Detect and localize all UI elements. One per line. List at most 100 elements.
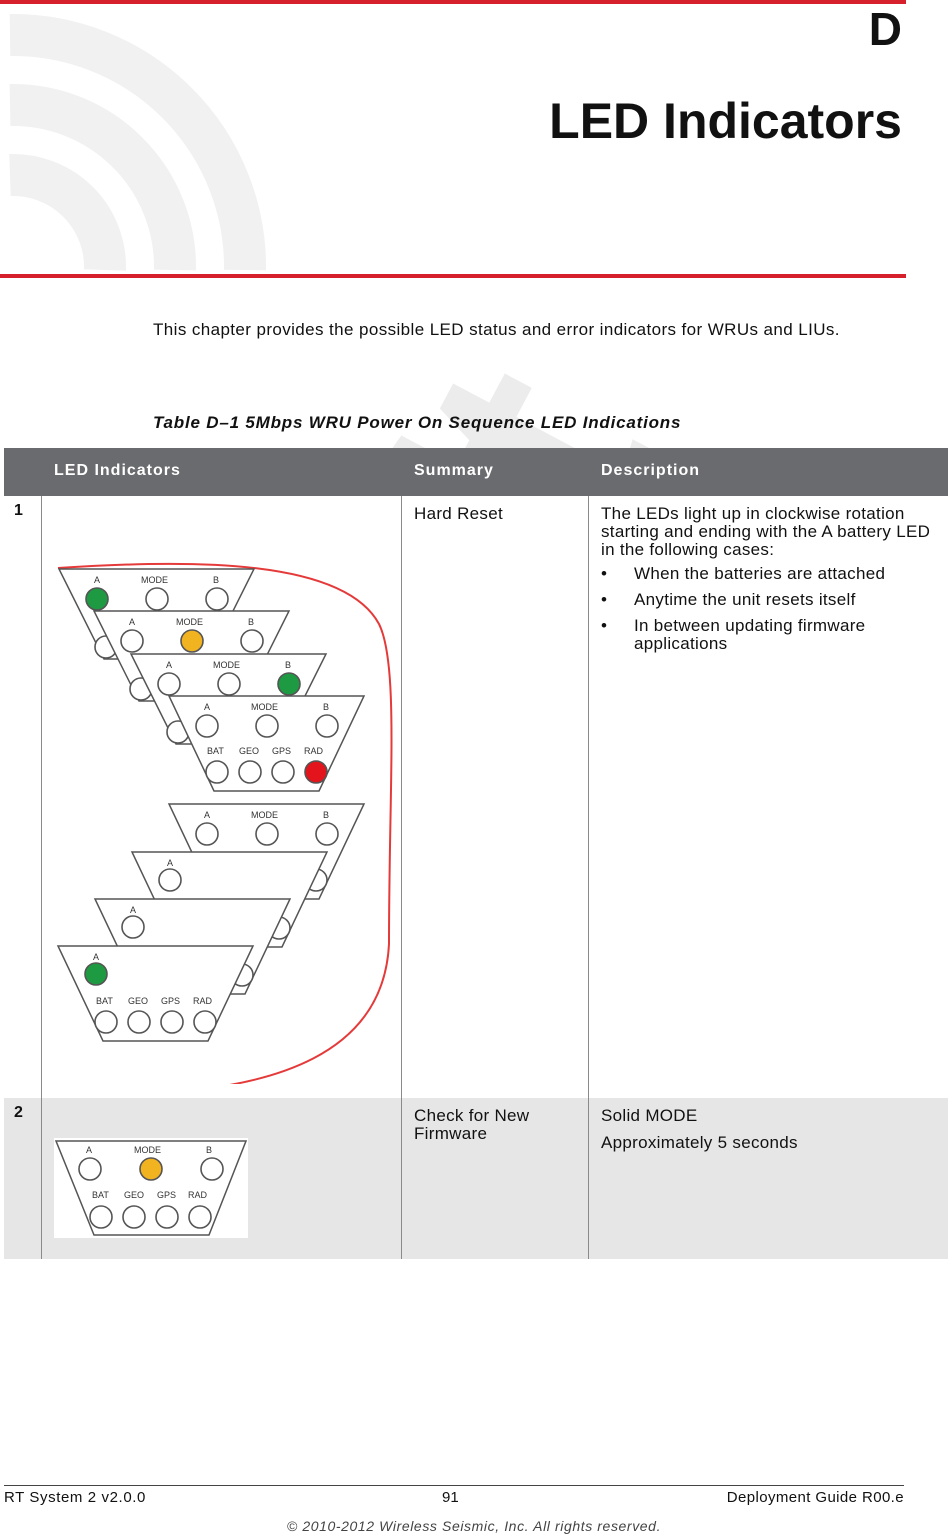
led-a (157, 672, 181, 696)
label-mode: MODE (251, 702, 278, 712)
footer-product: RT System 2 v2.0.0 (4, 1489, 146, 1506)
led-a (120, 629, 144, 653)
led-geo (127, 1010, 151, 1034)
label-rad: RAD (193, 996, 213, 1006)
led-rad (188, 1205, 212, 1229)
header-description: Description (601, 462, 701, 479)
led-b (240, 629, 264, 653)
label-b: B (285, 660, 291, 670)
row-description: The LEDs light up in clockwise rotation … (601, 505, 941, 661)
copyright-notice: © 2010-2012 Wireless Seismic, Inc. All r… (286, 1518, 662, 1534)
header-summary: Summary (414, 462, 494, 479)
label-geo: GEO (124, 1190, 144, 1200)
label-b: B (323, 702, 329, 712)
label-b: B (213, 575, 219, 585)
led-geo (238, 760, 262, 784)
row-number: 1 (14, 502, 23, 519)
led-bat (205, 760, 229, 784)
label-gps: GPS (272, 746, 291, 756)
led-b (315, 714, 339, 738)
label-a: A (167, 858, 173, 868)
led-gps (271, 760, 295, 784)
table-row: 1 A MODE B A MODE B (4, 496, 948, 1098)
led-mode (255, 822, 279, 846)
wireless-signal-logo-watermark (9, 13, 267, 271)
label-rad: RAD (304, 746, 324, 756)
label-a: A (86, 1145, 92, 1155)
label-mode: MODE (134, 1145, 161, 1155)
led-rad-red (304, 760, 328, 784)
label-a: A (166, 660, 172, 670)
led-a (195, 822, 219, 846)
description-line: Solid MODE (601, 1106, 698, 1125)
description-bullets: •When the batteries are attached •Anytim… (601, 565, 941, 653)
header-led-indicators: LED Indicators (54, 462, 181, 479)
label-mode: MODE (176, 617, 203, 627)
check-firmware-led-diagram: A MODE B BAT GEO GPS RAD (54, 1138, 248, 1238)
hard-reset-led-sequence-diagram: A MODE B A MODE B A MODE B (56, 562, 393, 1084)
page-number: 91 (442, 1489, 459, 1506)
footer-rule (4, 1485, 904, 1486)
label-gps: GPS (157, 1190, 176, 1200)
label-gps: GPS (161, 996, 180, 1006)
description-text: The LEDs light up in clockwise rotation … (601, 504, 931, 559)
label-mode: MODE (251, 810, 278, 820)
led-a (78, 1157, 102, 1181)
led-mode (145, 587, 169, 611)
led-mode-amber (139, 1157, 163, 1181)
description-line: Approximately 5 seconds (601, 1133, 798, 1152)
chapter-title: LED Indicators (549, 93, 902, 149)
led-a (121, 915, 145, 939)
led-gps (155, 1205, 179, 1229)
label-b: B (248, 617, 254, 627)
column-divider (401, 496, 402, 1259)
label-geo: GEO (239, 746, 259, 756)
label-b: B (323, 810, 329, 820)
label-mode: MODE (213, 660, 240, 670)
led-bat (89, 1205, 113, 1229)
led-mode (255, 714, 279, 738)
row-number: 2 (14, 1104, 23, 1121)
column-divider (41, 496, 42, 1259)
list-item: •In between updating firmware applicatio… (601, 616, 866, 653)
led-a-green (85, 587, 109, 611)
label-bat: BAT (96, 996, 113, 1006)
led-a (158, 868, 182, 892)
list-item: •Anytime the unit resets itself (601, 590, 856, 609)
label-geo: GEO (128, 996, 148, 1006)
label-a: A (204, 702, 210, 712)
label-a: A (129, 617, 135, 627)
led-b (200, 1157, 224, 1181)
label-b: B (206, 1145, 212, 1155)
led-b (205, 587, 229, 611)
label-a: A (93, 952, 99, 962)
table-caption: Table D–1 5Mbps WRU Power On Sequence LE… (153, 413, 682, 432)
chapter-letter: D (868, 3, 902, 55)
led-bat (94, 1010, 118, 1034)
led-mode (217, 672, 241, 696)
chapter-rule (0, 274, 906, 278)
label-rad: RAD (188, 1190, 208, 1200)
led-geo (122, 1205, 146, 1229)
row-description: Solid MODE Approximately 5 seconds (601, 1107, 941, 1161)
label-a: A (130, 905, 136, 915)
table-header-row: LED Indicators Summary Description (4, 448, 948, 496)
label-a: A (94, 575, 100, 585)
label-bat: BAT (92, 1190, 109, 1200)
row-summary: Hard Reset (414, 504, 503, 523)
led-a-green (84, 962, 108, 986)
label-bat: BAT (207, 746, 224, 756)
led-b-green (277, 672, 301, 696)
column-divider (588, 496, 589, 1259)
top-rule (0, 0, 906, 4)
intro-paragraph: This chapter provides the possible LED s… (153, 320, 840, 339)
led-indications-table: LED Indicators Summary Description 1 A MO… (4, 448, 948, 1259)
label-mode: MODE (141, 575, 168, 585)
led-b (315, 822, 339, 846)
led-rad (193, 1010, 217, 1034)
footer-document: Deployment Guide R00.e (726, 1489, 904, 1506)
list-item: •When the batteries are attached (601, 564, 886, 583)
led-mode-amber (180, 629, 204, 653)
led-a (195, 714, 219, 738)
